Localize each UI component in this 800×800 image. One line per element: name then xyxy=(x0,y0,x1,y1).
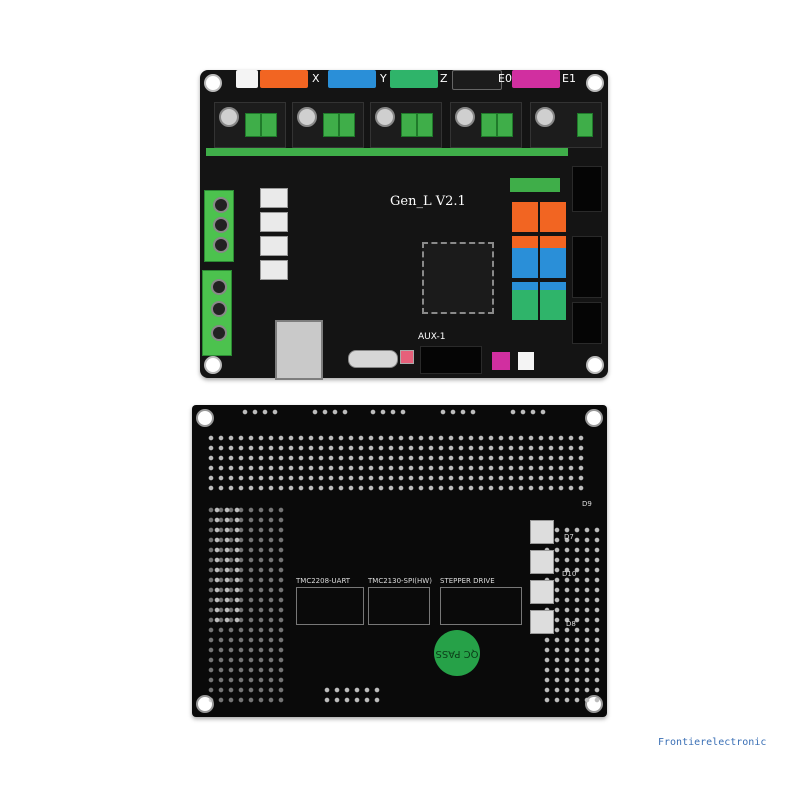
mount-hole xyxy=(204,74,222,92)
side-label-d10: D10 xyxy=(562,570,577,578)
crystal xyxy=(348,350,398,368)
mcu-chip xyxy=(422,242,494,314)
pin-header xyxy=(572,302,602,344)
side-connector xyxy=(540,290,566,320)
led-pad xyxy=(530,610,554,634)
side-label-d7: D7 xyxy=(564,533,574,541)
aux-header xyxy=(420,346,482,374)
solder-pads xyxy=(310,407,350,419)
mount-hole xyxy=(586,74,604,92)
connector-e1 xyxy=(512,70,560,88)
mosfet xyxy=(260,236,288,256)
driver-slot xyxy=(370,102,442,148)
connector-y xyxy=(328,70,376,88)
jumper-strip xyxy=(206,148,568,156)
led-pad xyxy=(530,580,554,604)
solder-pads xyxy=(240,407,280,419)
driver-slot xyxy=(450,102,522,148)
small-connector xyxy=(518,352,534,370)
connector-z xyxy=(390,70,438,88)
solder-pads xyxy=(438,407,478,419)
mosfet xyxy=(260,260,288,280)
label-y: Y xyxy=(380,72,387,85)
header-tmc2130: TMC2130-SPI(HW) xyxy=(368,577,432,585)
pin-header xyxy=(572,166,602,212)
driver-slot xyxy=(292,102,364,148)
mosfet xyxy=(260,212,288,232)
jumper-block xyxy=(510,178,560,192)
mosfet xyxy=(260,188,288,208)
side-connector xyxy=(540,202,566,232)
label-e1: E1 xyxy=(562,72,576,85)
usb-port xyxy=(275,320,323,380)
driver-slot xyxy=(530,102,602,148)
solder-pads xyxy=(368,407,408,419)
connector-x xyxy=(260,70,308,88)
small-connector xyxy=(492,352,510,370)
header-stepper: STEPPER DRIVE xyxy=(440,577,495,585)
back-board: TMC2208-UART TMC2130-SPI(HW) STEPPER DRI… xyxy=(192,405,607,717)
mount-hole xyxy=(204,356,222,374)
label-e0: E0 xyxy=(498,72,512,85)
side-connector xyxy=(540,248,566,278)
endstop-connector xyxy=(236,70,258,88)
led-pad xyxy=(530,550,554,574)
mount-hole xyxy=(586,356,604,374)
qc-sticker: QC PASS xyxy=(434,630,480,676)
connector-e0 xyxy=(452,70,502,90)
front-board: X Y Z E0 E1 Gen_L V2.1 AUX-1 xyxy=(200,70,608,380)
board-title: Gen_L V2.1 xyxy=(390,194,466,209)
header-tmc2208: TMC2208-UART xyxy=(296,577,351,585)
label-z: Z xyxy=(440,72,448,85)
pin-table xyxy=(296,587,364,625)
driver-slot xyxy=(214,102,286,148)
side-connector xyxy=(512,248,538,278)
solder-pads xyxy=(508,407,548,419)
mount-hole xyxy=(585,409,603,427)
power-terminal xyxy=(204,190,234,262)
pin-table xyxy=(368,587,430,625)
label-x: X xyxy=(312,72,320,85)
reset-button xyxy=(400,350,414,364)
power-terminal xyxy=(202,270,232,356)
mount-hole xyxy=(196,409,214,427)
side-label-d9: D9 xyxy=(582,500,592,508)
aux-label: AUX-1 xyxy=(418,332,446,342)
pin-table xyxy=(440,587,522,625)
solder-pads xyxy=(322,685,382,705)
side-label-d8: D8 xyxy=(566,620,576,628)
led-pad xyxy=(530,520,554,544)
side-connector xyxy=(512,290,538,320)
pin-header xyxy=(572,236,602,298)
solder-pad-rows xyxy=(206,433,586,495)
side-connector xyxy=(512,202,538,232)
solder-pad-field xyxy=(206,505,286,705)
watermark-text: Frontierelectronic xyxy=(658,737,767,748)
